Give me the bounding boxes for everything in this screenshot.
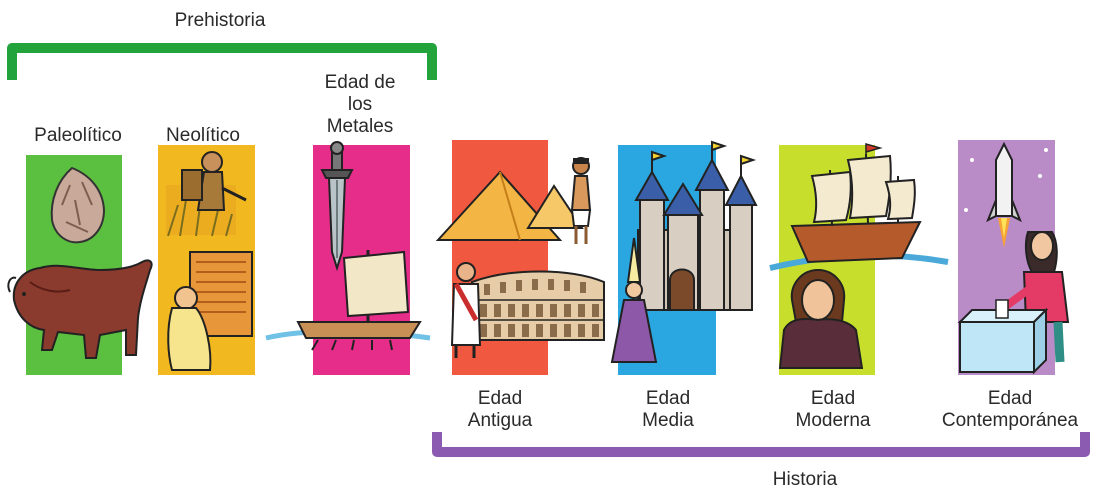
period-label-media-line1: Edad: [645, 388, 691, 409]
period-label-contemporanea-line2: Contemporánea: [941, 410, 1079, 431]
period-label-antigua: Edad Antigua: [440, 388, 560, 432]
sailboat-icon: [265, 250, 431, 351]
historia-label: Historia: [772, 469, 838, 490]
farmer-icon: [166, 151, 247, 237]
sword-icon: [320, 141, 354, 272]
explorer-portrait-icon: [778, 268, 864, 369]
period-label-metales-line2: los: [347, 94, 373, 115]
roman-figure-icon: [450, 262, 482, 358]
period-label-moderna-line2: Moderna: [795, 410, 871, 431]
period-label-contemporanea: Edad Contemporánea: [930, 388, 1090, 432]
period-label-moderna: Edad Moderna: [768, 388, 898, 432]
period-label-neolitico: Neolítico: [166, 125, 240, 146]
lady-figure-icon: [610, 237, 658, 363]
period-label-metales: Edad de los Metales: [300, 72, 420, 138]
period-label-media-line2: Media: [642, 410, 694, 431]
galleon-icon: [769, 143, 949, 271]
colosseum-icon: [471, 270, 605, 341]
rocket-icon: [964, 141, 1048, 248]
period-label-metales-line1: Edad de: [324, 72, 396, 93]
castle-icon: [634, 140, 758, 311]
period-label-antigua-line2: Antigua: [467, 410, 533, 431]
period-label-contemporanea-line1: Edad: [987, 388, 1033, 409]
egyptian-figure-icon: [570, 157, 592, 244]
period-label-moderna-line1: Edad: [810, 388, 856, 409]
weaving-woman-icon: [167, 251, 253, 371]
pyramids-icon: [435, 170, 584, 241]
hand-axe-icon: [50, 166, 106, 244]
period-label-paleolitico: Paleolítico: [34, 125, 122, 146]
period-label-metales-line3: Metales: [326, 116, 394, 137]
prehistoria-label: Prehistoria: [174, 10, 266, 31]
period-label-antigua-line1: Edad: [477, 388, 523, 409]
ballot-box-icon: [957, 299, 1049, 375]
bison-icon: [7, 259, 153, 359]
period-label-media: Edad Media: [608, 388, 728, 432]
